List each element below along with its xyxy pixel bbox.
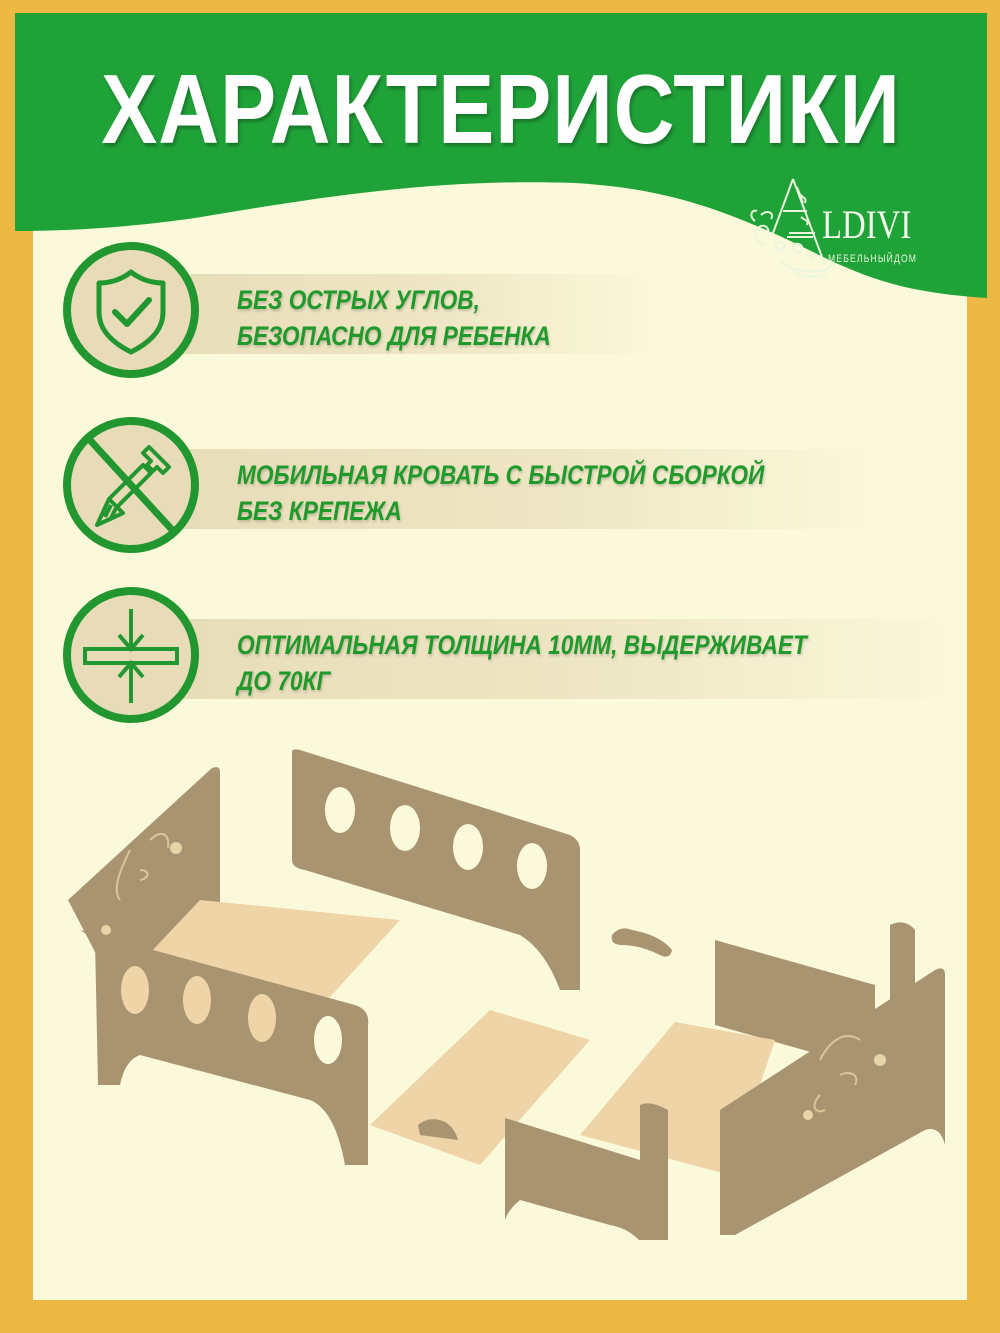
feature-icon-circle (63, 242, 199, 378)
feature-band (155, 274, 655, 354)
connector-piece (611, 928, 672, 957)
feature-line-2: БЕЗОПАСНО ДЛЯ РЕБЕНКА (237, 321, 551, 351)
feature-assembly: МОБИЛЬНАЯ КРОВАТЬ С БЫСТРОЙ СБОРКОЙ БЕЗ … (60, 413, 960, 553)
feature-thickness: ОПТИМАЛЬНАЯ ТОЛЩИНА 10ММ, ВЫДЕРЖИВАЕТ ДО… (60, 583, 960, 723)
shield-check-icon (96, 269, 166, 355)
back-side-rail (292, 749, 580, 990)
bed-parts-image (68, 749, 945, 1265)
feature-band (155, 449, 875, 529)
feature-text: ОПТИМАЛЬНАЯ ТОЛЩИНА 10ММ, ВЫДЕРЖИВАЕТ ДО… (237, 627, 807, 699)
feature-line-1: МОБИЛЬНАЯ КРОВАТЬ С БЫСТРОЙ СБОРКОЙ (237, 460, 765, 490)
header-wave-background (15, 13, 987, 298)
ornamental-a-logo-icon (750, 178, 834, 278)
feature-text: МОБИЛЬНАЯ КРОВАТЬ С БЫСТРОЙ СБОРКОЙ БЕЗ … (237, 457, 764, 529)
feature-line-1: ОПТИМАЛЬНАЯ ТОЛЩИНА 10ММ, ВЫДЕРЖИВАЕТ (237, 630, 807, 660)
front-right-rail (505, 1103, 668, 1265)
feature-line-1: БЕЗ ОСТРЫХ УГЛОВ, (237, 285, 480, 315)
feature-safety: БЕЗ ОСТРЫХ УГЛОВ, БЕЗОПАСНО ДЛЯ РЕБЕНКА (60, 238, 960, 378)
bed-exploded-illustration (60, 740, 960, 1265)
feature-band (155, 619, 955, 699)
feature-icon-circle (63, 587, 199, 723)
thickness-icon (83, 609, 179, 703)
feature-icon-circle (63, 417, 199, 553)
page-title: ХАРАКТЕРИСТИКИ (101, 54, 901, 164)
brand-subtitle: МЕБЕЛЬНЫЙДОМ (828, 253, 918, 265)
header-banner: ХАРАКТЕРИСТИКИ LDIVI МЕБЕЛЬНЫЙДОМ (15, 13, 987, 303)
brand-logo: LDIVI МЕБЕЛЬНЫЙДОМ (745, 173, 975, 283)
brand-name: LDIVI (822, 202, 912, 247)
right-footboard (720, 968, 945, 1235)
no-screw-icon (86, 436, 178, 536)
feature-text: БЕЗ ОСТРЫХ УГЛОВ, БЕЗОПАСНО ДЛЯ РЕБЕНКА (237, 282, 551, 354)
front-left-side-rail (80, 930, 369, 1165)
feature-line-2: ДО 70КГ (237, 666, 331, 696)
feature-line-2: БЕЗ КРЕПЕЖА (237, 496, 402, 526)
